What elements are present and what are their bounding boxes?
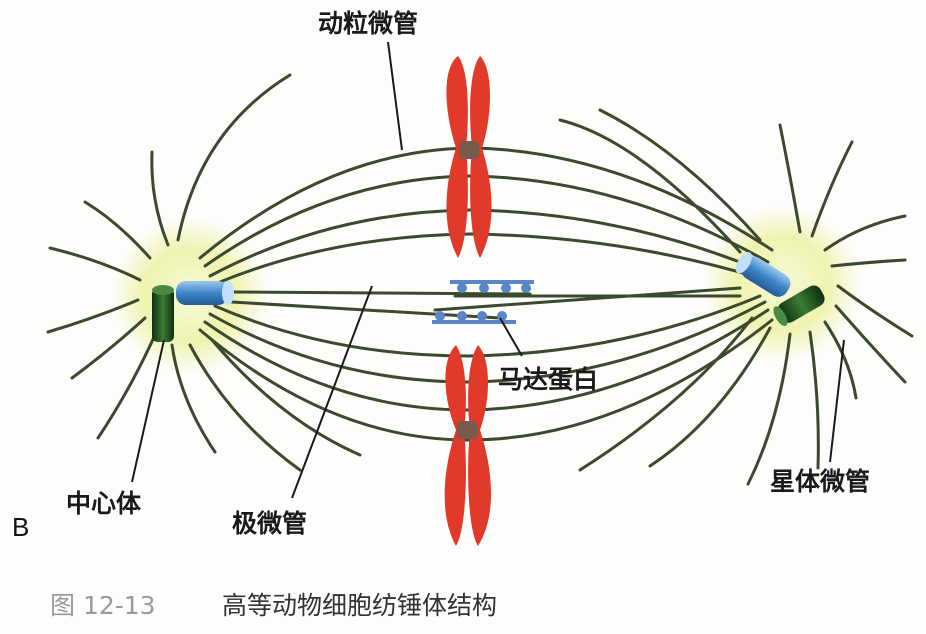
centriole-blue bbox=[176, 281, 228, 305]
kinetochore-microtubule bbox=[466, 308, 770, 412]
kinetochore bbox=[459, 141, 479, 159]
centriole-dark bbox=[777, 285, 825, 323]
chromatid bbox=[470, 56, 492, 258]
polar-microtubule bbox=[433, 286, 742, 312]
chromatid bbox=[446, 56, 468, 258]
motor-protein-label: 马达蛋白 bbox=[498, 365, 598, 394]
kinetochore-microtubule bbox=[466, 300, 767, 384]
kinetochore-microtubule bbox=[198, 146, 472, 260]
centrosome-label: 中心体 bbox=[66, 489, 142, 518]
kinetochore-microtubule bbox=[468, 232, 762, 280]
centriole-dark bbox=[152, 288, 174, 342]
kinetochore-microtubule bbox=[213, 232, 472, 286]
polar-microtubule bbox=[230, 290, 532, 296]
kinetochore-microtubule bbox=[208, 312, 470, 384]
kinetochore-microtubule bbox=[208, 208, 472, 278]
left-centriole-pair bbox=[152, 281, 234, 342]
kinetochore-microtubule-label: 动粒微管 bbox=[318, 9, 418, 38]
centriole-blue bbox=[741, 256, 791, 297]
kinetochore-microtubule bbox=[213, 304, 470, 358]
astral-microtubules bbox=[46, 73, 914, 486]
right-centriole-pair bbox=[735, 252, 825, 326]
astral-microtubule-label: 星体微管 bbox=[770, 467, 870, 496]
figure-number: 图 12-13 bbox=[50, 591, 156, 620]
kinetochore-microtubule bbox=[468, 146, 774, 252]
panel-letter: B bbox=[12, 512, 29, 542]
polar-microtubule bbox=[230, 300, 502, 320]
lower-chromosome bbox=[444, 345, 492, 546]
kinetochore-microtubule bbox=[468, 208, 767, 274]
figure-title: 高等动物细胞纺锤体结构 bbox=[222, 591, 497, 620]
kinetochore bbox=[457, 421, 477, 439]
leader-lines bbox=[131, 41, 845, 499]
chromatid bbox=[468, 345, 492, 546]
kinetochore-microtubule bbox=[466, 294, 762, 358]
upper-chromosome bbox=[446, 56, 492, 258]
polar-microtubule-label: 极微管 bbox=[232, 509, 307, 538]
motor-proteins bbox=[432, 280, 534, 324]
kinetochore-microtubule bbox=[466, 318, 774, 442]
kinetochore-microtubule bbox=[198, 328, 470, 442]
chromatid bbox=[444, 345, 466, 546]
kinetochore-microtubule bbox=[203, 174, 472, 268]
